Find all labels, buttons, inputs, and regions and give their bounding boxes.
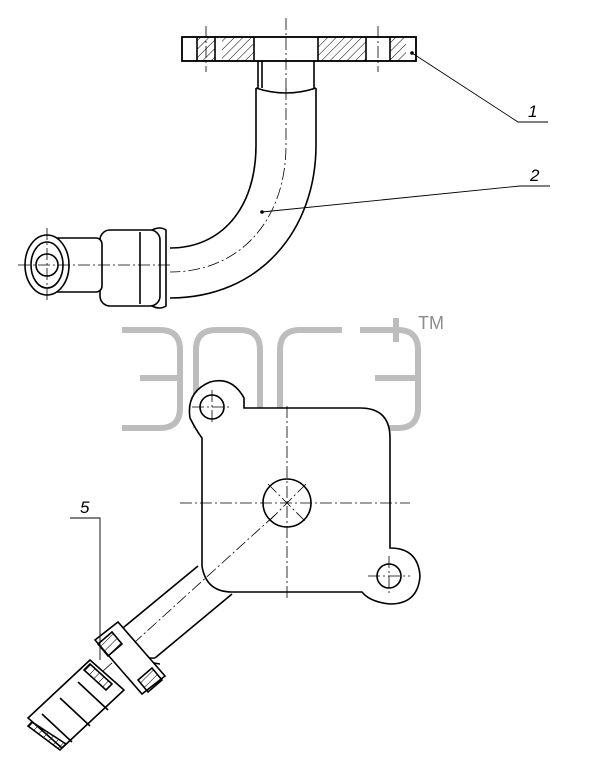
nipple-fitting: [26, 620, 167, 752]
flange-part-1: [181, 36, 417, 62]
leader-dot-2: [260, 210, 264, 214]
bent-pipe-part-2: [24, 61, 317, 309]
housing-centerlines: [180, 390, 410, 600]
callout-1: 1: [528, 102, 537, 121]
flange-centerlines: [205, 18, 379, 90]
callout-2: 2: [529, 166, 540, 185]
pipe-axis: [18, 88, 287, 302]
callout-5: 5: [80, 498, 90, 517]
leader-dot-1: [410, 51, 414, 55]
watermark-trademark: TM: [418, 313, 444, 333]
leader-lines: [70, 52, 550, 660]
housing-plate: [188, 379, 421, 605]
